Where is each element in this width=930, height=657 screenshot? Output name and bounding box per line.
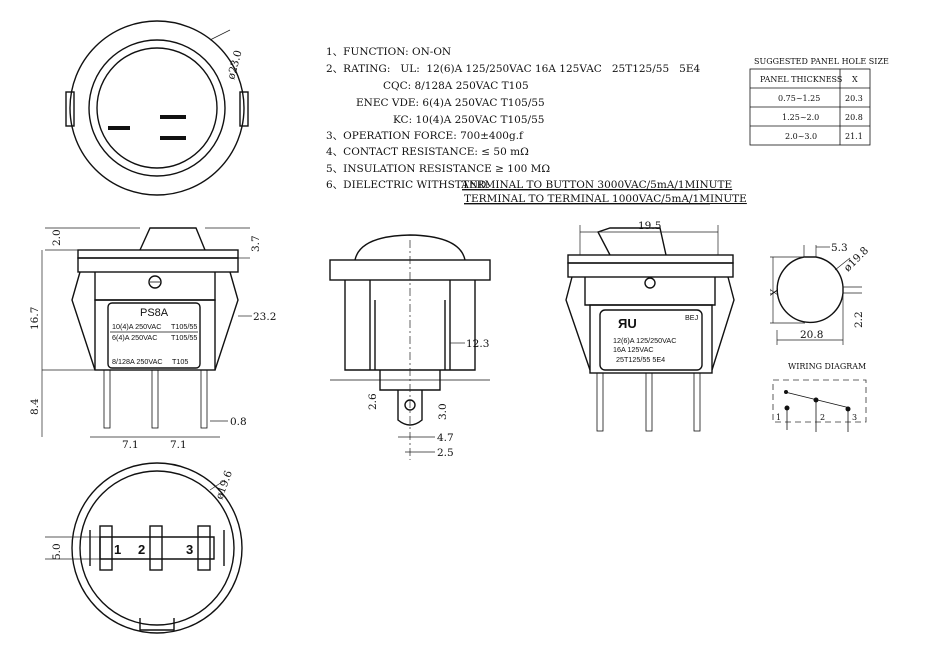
terminal-2-label: 2 — [138, 542, 145, 557]
top-view: ø23.0 — [65, 20, 249, 196]
table-cell: 0.75~1.25 — [778, 94, 820, 103]
dim-8-4: 8.4 — [29, 398, 41, 415]
front-label-model: PS8A — [140, 307, 169, 319]
spec-rating-ul: 2、RATING: UL: 12(6)A 125/250VAC 16A 125V… — [326, 63, 700, 75]
front-label-line1b: T105/55 — [171, 322, 197, 331]
wiring-pin-3: 3 — [852, 413, 857, 422]
spec-insulation-resistance: 5、INSULATION RESISTANCE ≥ 100 MΩ — [326, 163, 550, 175]
dim-2-5: 2.5 — [437, 447, 454, 459]
dim-5-0: 5.0 — [51, 543, 63, 560]
wiring-pin-1: 1 — [776, 413, 781, 422]
dim-2-0: 2.0 — [51, 229, 63, 246]
right-label-line1: 12(6)A 125/250VAC — [613, 336, 676, 345]
right-view: ЯU BEJ 12(6)A 125/250VAC 16A 125VAC 25T1… — [565, 220, 735, 432]
specifications: 1、FUNCTION: ON-ON 2、RATING: UL: 12(6)A 1… — [326, 46, 747, 205]
table-cell: 2.0~3.0 — [785, 132, 817, 141]
spec-rating-enec: ENEC VDE: 6(4)A 250VAC T105/55 — [356, 97, 545, 109]
spec-dielectric-label: 6、DIELECTRIC WITHSTAND: — [326, 179, 490, 191]
spec-contact-resistance: 4、CONTACT RESISTANCE: ≤ 50 mΩ — [326, 146, 529, 158]
front-view: PS8A 10(4)A 250VAC T105/55 6(4)A 250VAC … — [29, 227, 276, 451]
dim-3-7: 3.7 — [250, 235, 262, 252]
dim-23-2: 23.2 — [253, 311, 276, 323]
dim-top-diameter: ø23.0 — [225, 49, 244, 81]
spec-rating-kc: KC: 10(4)A 250VAC T105/55 — [393, 114, 544, 126]
dim-12-3: 12.3 — [466, 338, 489, 350]
dim-2-2: 2.2 — [853, 311, 865, 328]
wiring-title: WIRING DIAGRAM — [788, 362, 866, 371]
spec-dielectric-2: TERMINAL TO TERMINAL 1000VAC/5mA/1MINUTE — [464, 193, 747, 205]
spec-operation-force: 3、OPERATION FORCE: 700±400g.f — [326, 130, 524, 142]
dim-4-7: 4.7 — [437, 432, 454, 444]
spec-rating-cqc: CQC: 8/128A 250VAC T105 — [383, 80, 529, 92]
terminal-1-label: 1 — [114, 542, 121, 557]
table-title: SUGGESTED PANEL HOLE SIZE — [754, 57, 889, 66]
table-header-thickness: PANEL THICKNESS — [760, 75, 842, 84]
wiring-pin-2: 2 — [820, 413, 825, 422]
right-label-brand: BEJ — [685, 313, 699, 322]
table-cell: 21.1 — [845, 132, 863, 141]
dim-3-0: 3.0 — [437, 403, 449, 420]
bottom-view: 1 2 3 5.0 ø19.6 — [45, 462, 243, 634]
dim-7-1-b: 7.1 — [170, 439, 187, 451]
wiring-diagram: WIRING DIAGRAM 1 2 3 — [772, 362, 867, 432]
panel-hole-table: SUGGESTED PANEL HOLE SIZE PANEL THICKNES… — [749, 57, 889, 146]
front-label-line1: 10(4)A 250VAC — [112, 322, 161, 331]
dim-19-5: 19.5 — [638, 220, 661, 232]
dim-0-8: 0.8 — [230, 416, 247, 428]
front-label-line2b: T105/55 — [171, 333, 197, 342]
dim-20-8: 20.8 — [800, 329, 823, 341]
table-cell: 1.25~2.0 — [782, 113, 819, 122]
dim-bottom-diameter: ø19.6 — [214, 469, 236, 501]
spec-dielectric-1: TERMINAL TO BUTTON 3000VAC/5mA/1MINUTE — [462, 179, 732, 191]
spec-function: 1、FUNCTION: ON-ON — [326, 46, 451, 58]
ul-logo-icon: ЯU — [618, 316, 637, 331]
dim-2-6: 2.6 — [367, 393, 379, 410]
front-label-line2: 6(4)A 250VAC — [112, 333, 157, 342]
table-header-x: X — [852, 75, 858, 84]
right-label-line2: 16A 125VAC — [613, 345, 654, 354]
front-label-line3b: T105 — [172, 357, 188, 366]
dim-7-1-a: 7.1 — [122, 439, 139, 451]
right-label-line3: 25T125/55 5E4 — [616, 355, 665, 364]
terminal-3-label: 3 — [186, 542, 193, 557]
dim-5-3: 5.3 — [831, 242, 848, 254]
dim-x: X — [769, 288, 781, 296]
dim-16-7: 16.7 — [29, 307, 41, 330]
side-view: 12.3 2.6 3.0 4.7 2.5 — [329, 234, 491, 460]
table-cell: 20.3 — [845, 94, 863, 103]
front-label-line3: 8/128A 250VAC — [112, 357, 163, 366]
panel-hole-view: 5.3 ø19.8 X 2.2 20.8 — [769, 242, 871, 345]
table-cell: 20.8 — [845, 113, 863, 122]
